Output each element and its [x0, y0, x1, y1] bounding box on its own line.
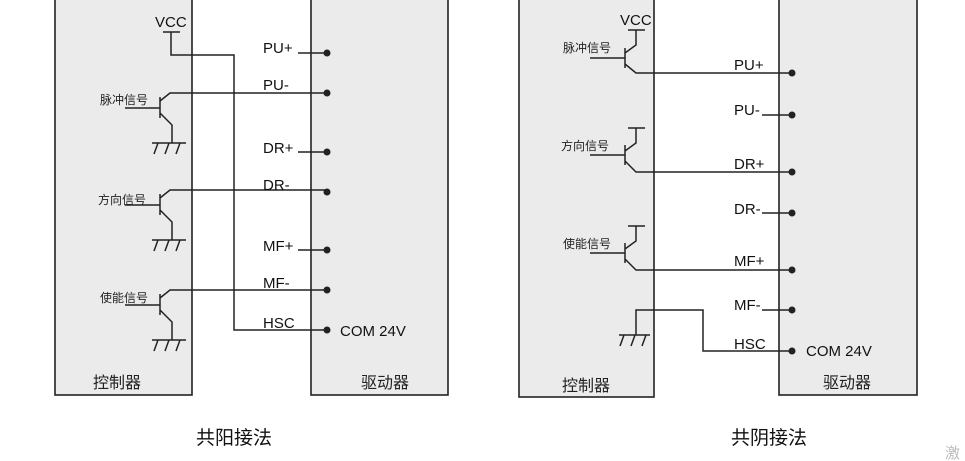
- terminal-pu-minus: PU-: [734, 102, 760, 119]
- com-24v-label: COM 24V: [340, 323, 406, 340]
- controller-box: [518, 0, 655, 398]
- terminal-hsc: HSC: [263, 315, 295, 332]
- terminal-mf-minus: MF-: [263, 275, 290, 292]
- com-24v-label: COM 24V: [806, 343, 872, 360]
- ground-wire: [619, 309, 792, 352]
- transistor-direction: [125, 189, 327, 252]
- driver-box: [778, 0, 918, 396]
- transistor-pulse: [590, 29, 792, 74]
- driver-box: [310, 0, 449, 396]
- common-anode-diagram: VCC 脉冲信号 方向信号 使能信号 PU+ PU- DR+ DR- MF+ M…: [54, 0, 449, 449]
- terminal-dr-minus: DR-: [263, 177, 290, 194]
- signal-label-pulse: 脉冲信号: [563, 40, 611, 55]
- terminal-dr-minus: DR-: [734, 201, 761, 218]
- signal-label-direction: 方向信号: [98, 192, 146, 207]
- controller-box: [54, 0, 193, 396]
- terminal-mf-minus: MF-: [734, 297, 761, 314]
- vcc-label: VCC: [620, 12, 652, 29]
- diagram-title: 共阳接法: [196, 427, 272, 449]
- transistor-enable: [590, 225, 792, 271]
- terminal-pu-minus: PU-: [263, 77, 289, 94]
- signal-label-enable: 使能信号: [563, 236, 611, 251]
- terminal-mf-plus: MF+: [734, 253, 765, 270]
- terminal-dr-plus: DR+: [263, 140, 294, 157]
- terminal-dots: [788, 69, 796, 355]
- watermark: 激: [945, 444, 960, 461]
- signal-label-pulse: 脉冲信号: [100, 92, 148, 107]
- terminal-mf-plus: MF+: [263, 238, 294, 255]
- common-cathode-diagram: VCC 脉冲信号 方向信号 使能信号 PU+ PU- DR+ DR- MF+ M…: [518, 0, 918, 449]
- terminal-hsc: HSC: [734, 336, 766, 353]
- terminal-pu-plus: PU+: [263, 40, 293, 57]
- transistor-pulse: [125, 92, 327, 155]
- controller-label: 控制器: [93, 373, 141, 392]
- vcc-to-hsc-wire: [163, 31, 327, 331]
- transistor-enable: [125, 289, 327, 352]
- diagram-title: 共阴接法: [731, 427, 807, 449]
- terminal-pu-plus: PU+: [734, 57, 764, 74]
- terminal-dr-plus: DR+: [734, 156, 765, 173]
- signal-label-enable: 使能信号: [100, 290, 148, 305]
- signal-label-direction: 方向信号: [561, 138, 609, 153]
- transistor-direction: [590, 127, 792, 173]
- vcc-label: VCC: [155, 14, 187, 31]
- terminal-dots: [323, 49, 331, 334]
- driver-label: 驱动器: [823, 373, 871, 392]
- controller-label: 控制器: [562, 376, 610, 395]
- driver-label: 驱动器: [361, 373, 409, 392]
